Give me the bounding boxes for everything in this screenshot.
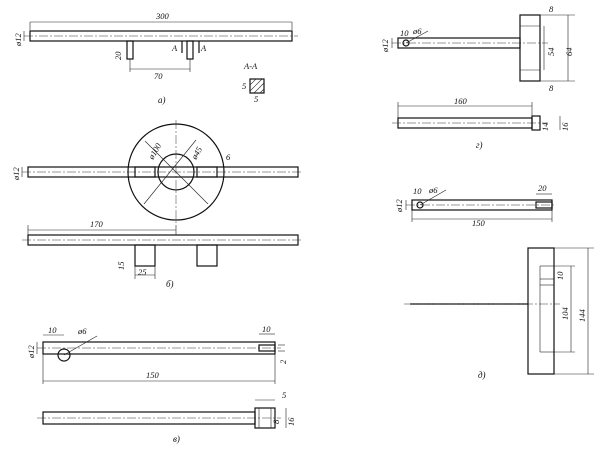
fig-v-length-label: 150 [146, 370, 160, 380]
fig-a-section-v-label: 5 [242, 81, 246, 91]
fig-a-section-mark-right: А [200, 43, 207, 53]
fig-d-hole-label: ø6 [428, 185, 438, 195]
fig-v-tip-label: 10 [262, 324, 271, 334]
fig-b-inner-dia-label: ø45 [189, 145, 205, 162]
fig-a-pin-height-label: 20 [113, 51, 123, 60]
figure-b: ø12 ø100 ø45 6 170 15 25 б) [11, 120, 302, 289]
fig-b-slot-left [134, 166, 156, 178]
figure-v: 10 ø6 10 2 ø12 150 5 8 16 в) [26, 324, 296, 444]
figure-d: ø12 10 ø6 20 150 10 104 144 д) [394, 183, 594, 380]
fig-g-top-label: 8 [549, 4, 554, 14]
fig-a-section-title: А-А [243, 61, 258, 71]
fig-v-head-small-label: 8 [271, 419, 281, 424]
fig-d-hole [416, 201, 424, 209]
fig-g-dia-label: ø12 [380, 39, 390, 54]
fig-d-inner-label: 104 [560, 307, 570, 321]
fig-g-length-label: 160 [454, 96, 468, 106]
fig-b-slot-right [196, 166, 218, 178]
fig-v-hole-label: ø6 [77, 326, 87, 336]
fig-d-outer-label: 144 [577, 309, 587, 323]
fig-b-caption: б) [166, 279, 174, 289]
fig-b-lug-left [134, 244, 156, 267]
fig-g-side-label: 16 [560, 122, 570, 131]
fig-d-offset-label: 10 [413, 186, 422, 196]
fig-v-head-h-label: 16 [286, 417, 296, 426]
fig-b-length-label: 170 [90, 219, 104, 229]
fig-a-caption: а) [158, 95, 166, 105]
fig-b-lug-height-label: 15 [116, 262, 126, 271]
fig-a-pin-right [186, 40, 194, 60]
fig-d-end-slot [535, 201, 553, 209]
fig-g-neck [531, 115, 541, 131]
fig-a-section-mark-left: А [171, 43, 178, 53]
fig-d-head-outer [527, 247, 555, 375]
fig-g-hole-label: ø6 [412, 26, 422, 36]
fig-g-outer-label: 64 [564, 47, 574, 56]
fig-v-tip-h-label: 2 [278, 359, 288, 364]
fig-b-dia-label: ø12 [11, 167, 21, 182]
fig-a-section-h-label: 5 [254, 94, 258, 104]
fig-v-tip-slot [258, 344, 276, 352]
fig-v-head-w-label: 5 [282, 390, 286, 400]
fig-b-lug-width-label: 25 [138, 267, 147, 277]
fig-v-offset-label: 10 [48, 325, 57, 335]
fig-g-bottom-label: 8 [549, 83, 554, 93]
fig-a-section-square [249, 78, 265, 94]
fig-a-dia-label: ø12 [13, 33, 23, 48]
fig-d-length-label: 150 [472, 218, 486, 228]
fig-g-head [519, 14, 541, 82]
fig-a-spacing-label: 70 [154, 71, 163, 81]
fig-g-offset-label: 10 [400, 28, 409, 38]
figure-a: 300 ø12 20 70 А А А-А 5 5 а) [13, 11, 298, 105]
fig-b-slot-label: 6 [226, 152, 231, 162]
fig-g-hole [402, 39, 410, 47]
fig-v-head [254, 407, 276, 429]
fig-g-caption: г) [476, 140, 483, 150]
fig-v-dia-label: ø12 [26, 345, 36, 360]
fig-g-neck-label: 14 [540, 122, 550, 131]
fig-d-slot-label: 10 [555, 271, 565, 280]
fig-d-end-label: 20 [538, 183, 547, 193]
figure-g: 8 54 64 8 ø12 10 ø6 160 14 16 г) [380, 4, 575, 150]
fig-b-lug-right [196, 244, 218, 267]
fig-v-caption: в) [173, 434, 180, 444]
fig-a-pin-left [126, 40, 134, 60]
fig-a-length-label: 300 [155, 11, 170, 21]
fig-d-caption: д) [478, 370, 486, 380]
fig-v-hole [57, 348, 71, 362]
fig-d-dia-label: ø12 [394, 199, 404, 214]
fig-g-inner-label: 54 [546, 47, 556, 56]
fig-b-outer-dia-label: ø100 [146, 141, 164, 162]
